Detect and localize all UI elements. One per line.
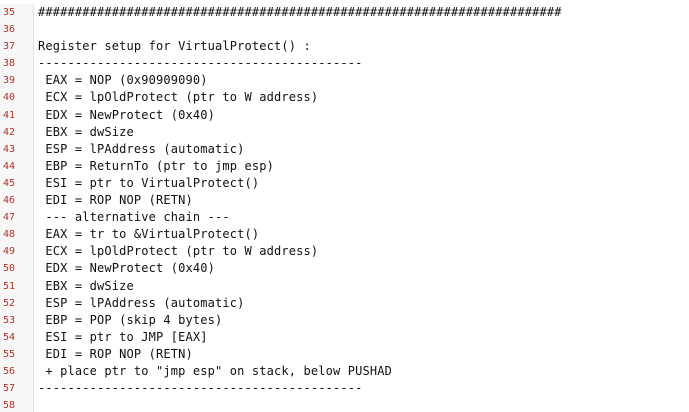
code-line: 36 bbox=[0, 21, 689, 38]
code-line: 53 EBP = POP (skip 4 bytes) bbox=[0, 312, 689, 329]
line-text: EDX = NewProtect (0x40) bbox=[38, 107, 215, 122]
line-number: 55 bbox=[3, 348, 16, 360]
line-text: Register setup for VirtualProtect() : bbox=[38, 39, 311, 54]
line-number: 36 bbox=[3, 24, 16, 36]
code-line: 38 --------------------------------------… bbox=[0, 55, 689, 72]
line-number: 48 bbox=[3, 229, 16, 241]
line-number: 57 bbox=[3, 383, 16, 395]
line-number: 54 bbox=[3, 331, 16, 343]
line-text: ECX = lpOldProtect (ptr to W address) bbox=[38, 244, 319, 259]
line-number: 56 bbox=[3, 365, 16, 377]
code-line: 39 EAX = NOP (0x90909090) bbox=[0, 72, 689, 89]
code-line: 37 Register setup for VirtualProtect() : bbox=[0, 38, 689, 55]
code-line: 44 EBP = ReturnTo (ptr to jmp esp) bbox=[0, 158, 689, 175]
line-text: ECX = lpOldProtect (ptr to W address) bbox=[38, 90, 319, 105]
line-text: + place ptr to "jmp esp" on stack, below… bbox=[38, 363, 392, 378]
line-text: ----------------------------------------… bbox=[38, 381, 363, 396]
code-line: 42 EBX = dwSize bbox=[0, 124, 689, 141]
line-text: EDX = NewProtect (0x40) bbox=[38, 261, 215, 276]
code-lines: 35 ######################################… bbox=[0, 4, 689, 412]
code-line: 55 EDI = ROP NOP (RETN) bbox=[0, 346, 689, 363]
line-text: --- alternative chain --- bbox=[38, 210, 230, 225]
line-text: EDI = ROP NOP (RETN) bbox=[38, 193, 193, 208]
line-number: 49 bbox=[3, 246, 16, 258]
code-line: 51 EBX = dwSize bbox=[0, 278, 689, 295]
code-line: 50 EDX = NewProtect (0x40) bbox=[0, 260, 689, 277]
line-text: ESI = ptr to VirtualProtect() bbox=[38, 175, 260, 190]
line-text: EBX = dwSize bbox=[38, 278, 134, 293]
code-line: 58 bbox=[0, 397, 689, 412]
line-text: ESP = lPAddress (automatic) bbox=[38, 295, 245, 310]
code-line: 45 ESI = ptr to VirtualProtect() bbox=[0, 175, 689, 192]
line-text: ESI = ptr to JMP [EAX] bbox=[38, 329, 208, 344]
line-number: 47 bbox=[3, 212, 16, 224]
code-line: 49 ECX = lpOldProtect (ptr to W address) bbox=[0, 243, 689, 260]
code-line: 56 + place ptr to "jmp esp" on stack, be… bbox=[0, 363, 689, 380]
line-text: EAX = tr to &VirtualProtect() bbox=[38, 227, 260, 242]
line-number: 45 bbox=[3, 177, 16, 189]
line-number: 43 bbox=[3, 143, 16, 155]
line-number: 40 bbox=[3, 92, 16, 104]
line-text: EAX = NOP (0x90909090) bbox=[38, 73, 208, 88]
code-line: 54 ESI = ptr to JMP [EAX] bbox=[0, 329, 689, 346]
line-number: 58 bbox=[3, 400, 16, 412]
line-number: 38 bbox=[3, 58, 16, 70]
line-number: 44 bbox=[3, 160, 16, 172]
code-line: 47 --- alternative chain --- bbox=[0, 209, 689, 226]
line-text: EBP = ReturnTo (ptr to jmp esp) bbox=[38, 158, 274, 173]
code-viewer: 35 ######################################… bbox=[0, 4, 689, 412]
line-text: ########################################… bbox=[38, 5, 562, 19]
line-number-gutter bbox=[0, 4, 34, 412]
code-line: 46 EDI = ROP NOP (RETN) bbox=[0, 192, 689, 209]
line-number: 50 bbox=[3, 263, 16, 275]
code-line: 40 ECX = lpOldProtect (ptr to W address) bbox=[0, 89, 689, 106]
line-text: ESP = lPAddress (automatic) bbox=[38, 141, 245, 156]
code-line: 57 --------------------------------------… bbox=[0, 380, 689, 397]
line-number: 52 bbox=[3, 297, 16, 309]
line-number: 37 bbox=[3, 41, 16, 53]
code-line: 48 EAX = tr to &VirtualProtect() bbox=[0, 226, 689, 243]
line-number: 51 bbox=[3, 280, 16, 292]
line-number: 41 bbox=[3, 109, 16, 121]
line-text: EBP = POP (skip 4 bytes) bbox=[38, 312, 223, 327]
code-line: 52 ESP = lPAddress (automatic) bbox=[0, 295, 689, 312]
line-text: EBX = dwSize bbox=[38, 124, 134, 139]
line-number: 53 bbox=[3, 314, 16, 326]
line-text: EDI = ROP NOP (RETN) bbox=[38, 346, 193, 361]
line-number: 42 bbox=[3, 126, 16, 138]
line-number: 46 bbox=[3, 195, 16, 207]
code-line: 41 EDX = NewProtect (0x40) bbox=[0, 107, 689, 124]
line-number: 35 bbox=[3, 7, 16, 18]
code-line: 35 ######################################… bbox=[0, 4, 689, 21]
code-line: 43 ESP = lPAddress (automatic) bbox=[0, 141, 689, 158]
line-number: 39 bbox=[3, 75, 16, 87]
line-text: ----------------------------------------… bbox=[38, 56, 363, 71]
